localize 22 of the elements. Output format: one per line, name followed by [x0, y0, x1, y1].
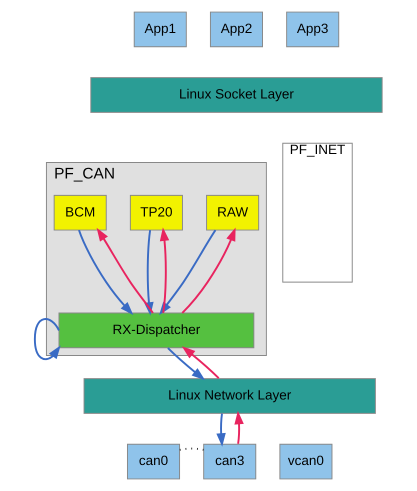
- node-box: RX-Dispatcher: [58, 312, 254, 348]
- node-box: Linux Network Layer: [84, 378, 376, 414]
- arrow: [234, 410, 244, 444]
- node-box: PF_INET: [282, 142, 353, 283]
- arrow: [96, 228, 154, 314]
- arrow: [216, 414, 226, 447]
- arrow: [160, 227, 170, 313]
- arrow: [167, 347, 206, 380]
- arrow: [182, 346, 220, 379]
- node-box: App3: [286, 12, 340, 48]
- arrow: [78, 230, 134, 316]
- node-box: BCM: [54, 194, 107, 231]
- arrow: [182, 227, 236, 314]
- node-box: Linux Socket Layer: [90, 77, 383, 113]
- node-box: RAW: [206, 194, 260, 231]
- node-box: can0: [126, 444, 180, 480]
- node-box: can3: [203, 444, 256, 480]
- node-box: App1: [134, 12, 187, 48]
- node-box: App2: [210, 12, 263, 48]
- arrow: [34, 318, 61, 360]
- node-box: vcan0: [279, 444, 332, 480]
- node-box: TP20: [130, 194, 183, 231]
